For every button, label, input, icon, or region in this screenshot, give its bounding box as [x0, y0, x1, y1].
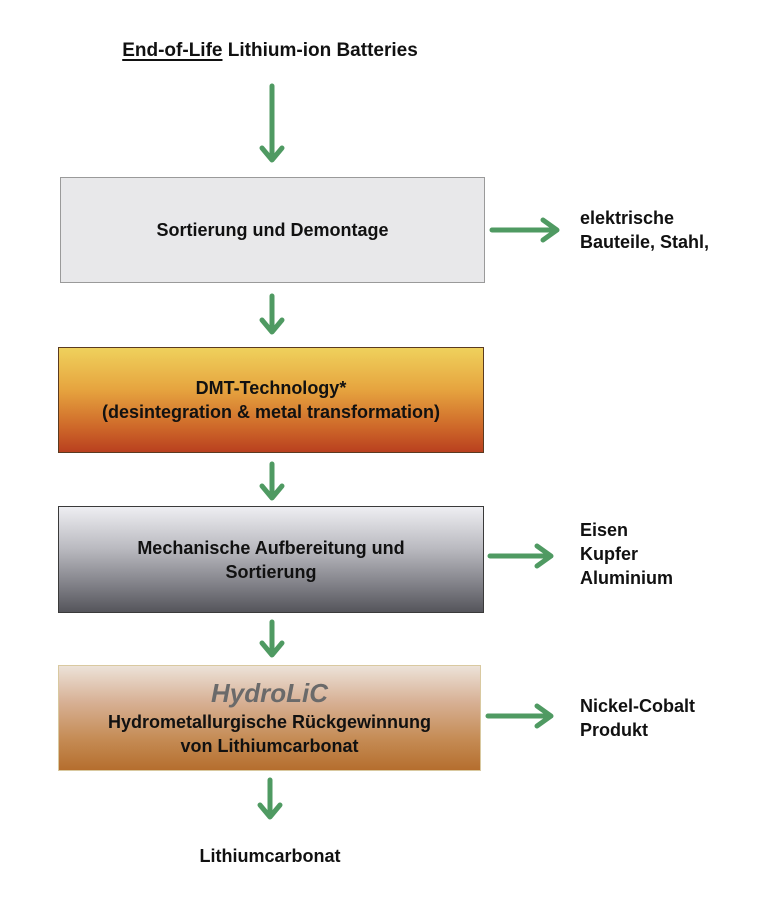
output-line: Produkt — [580, 720, 649, 740]
output-hydrolic: Nickel-Cobalt Produkt — [580, 694, 695, 742]
step-label-2: Sortierung — [225, 561, 317, 582]
output-sorting: elektrische Bauteile, Stahl, — [580, 206, 709, 254]
step-mechanical-processing: Mechanische Aufbereitung und Sortierung — [58, 506, 484, 613]
final-output: Lithiumcarbonat — [199, 846, 341, 866]
arrow-sort-to-dmt — [259, 293, 285, 335]
arrow-dmt-to-mech — [259, 461, 285, 501]
output-line: Bauteile, Stahl, — [580, 232, 710, 252]
hydrolic-name: HydroLiC — [211, 678, 328, 708]
title-rest: Lithium-ion Batteries — [227, 40, 418, 61]
arrow-hydro-to-final — [257, 777, 283, 820]
step-label: DMT-Technology* — [195, 378, 347, 398]
arrow-title-to-sort — [259, 83, 285, 163]
output-line: elektrische — [580, 208, 675, 228]
title-underlined: End-of-Life — [122, 40, 223, 61]
diagram-title: End-of-Life Lithium-ion Batteries — [0, 40, 540, 62]
arrow-hydro-to-output — [485, 703, 554, 729]
step-label: Hydrometallurgische Rückgewinnung — [107, 712, 432, 732]
step-dmt-technology: DMT-Technology* (desintegration & metal … — [58, 347, 484, 453]
step-label-2: von Lithiumcarbonat — [180, 736, 359, 756]
step-sorting-dismantling: Sortierung und Demontage — [60, 177, 485, 283]
step-hydrolic: HydroLiC Hydrometallurgische Rückgewinnu… — [58, 665, 481, 771]
step-label: Mechanische Aufbereitung und — [137, 537, 405, 558]
step-label: Sortierung und Demontage — [156, 220, 389, 240]
output-mechanical: Eisen Kupfer Aluminium — [580, 518, 673, 590]
output-line: Nickel-Cobalt — [580, 696, 696, 716]
step-sublabel: (desintegration & metal transformation) — [101, 402, 441, 422]
output-line: Aluminium — [580, 568, 673, 588]
arrow-mech-to-hydro — [259, 619, 285, 658]
output-line: Eisen — [580, 520, 629, 540]
arrow-sort-to-output — [489, 217, 560, 243]
output-line: Kupfer — [580, 544, 638, 564]
arrow-mech-to-output — [487, 543, 554, 569]
